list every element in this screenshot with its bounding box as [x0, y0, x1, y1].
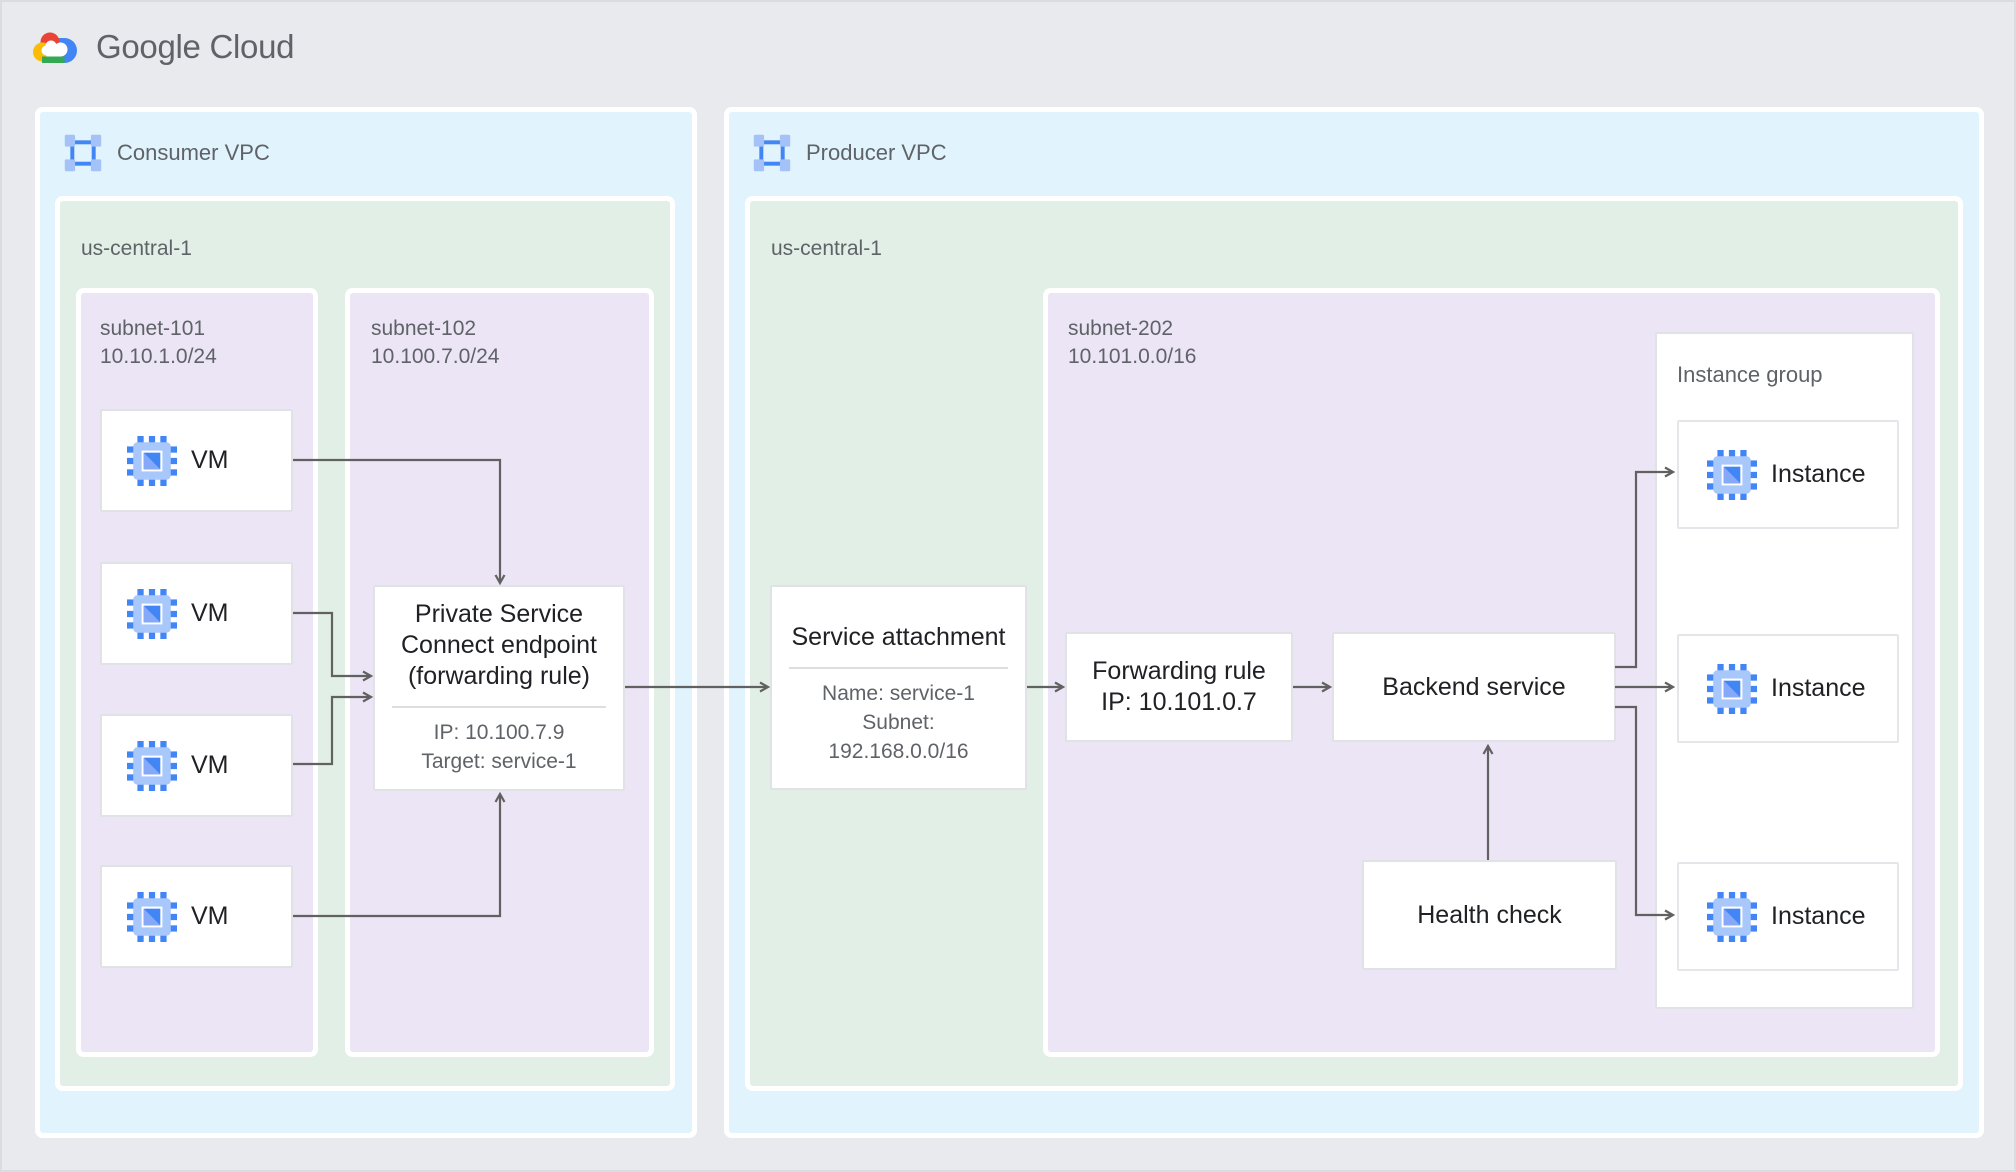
instance-group-label: Instance group: [1677, 362, 1823, 387]
consumer-vpc: Consumer VPC us-central-1 subnet-101 10.…: [40, 112, 692, 1133]
subnet-102-cidr: 10.100.7.0/24: [371, 345, 500, 369]
vm-icon: [127, 436, 177, 486]
instance-group: Instance group Instance Instance Instanc…: [1655, 332, 1914, 1009]
subnet-101-label: subnet-101 10.10.1.0/24: [100, 315, 217, 372]
service-attachment-name: Name: service-1: [822, 682, 975, 706]
instance-node-3: Instance: [1677, 862, 1899, 971]
psc-endpoint-node: Private Service Connect endpoint (forwar…: [373, 585, 625, 791]
consumer-region: us-central-1 subnet-101 10.10.1.0/24 VM …: [60, 201, 670, 1086]
instance-label: Instance: [1771, 902, 1866, 930]
consumer-vpc-header: Consumer VPC: [64, 134, 270, 172]
divider: [392, 706, 606, 709]
subnet-202-label: subnet-202 10.101.0.0/16: [1068, 315, 1196, 372]
vpc-network-icon: [64, 134, 102, 172]
vm-icon: [127, 892, 177, 942]
service-attachment-node: Service attachment Name: service-1 Subne…: [770, 585, 1027, 790]
vm-node-2: VM: [100, 562, 293, 665]
subnet-202-cidr: 10.101.0.0/16: [1068, 345, 1197, 369]
instance-label: Instance: [1771, 460, 1866, 488]
instance-node-2: Instance: [1677, 634, 1899, 743]
producer-vpc: Producer VPC us-central-1 Service attach…: [729, 112, 1979, 1133]
backend-service-node: Backend service: [1332, 632, 1616, 742]
google-cloud-logo-text: Google Cloud: [96, 28, 295, 65]
google-cloud-logo: Google Cloud: [31, 28, 295, 66]
divider: [789, 667, 1008, 670]
vm-icon: [127, 741, 177, 791]
subnet-202-name: subnet-202: [1068, 317, 1174, 340]
service-attachment-subnet-cidr: 192.168.0.0/16: [828, 739, 969, 763]
consumer-region-label: us-central-1: [81, 237, 192, 260]
instance-node-1: Instance: [1677, 420, 1899, 529]
psc-endpoint-ip: IP: 10.100.7.9: [433, 721, 565, 745]
service-attachment-title: Service attachment: [791, 623, 1006, 652]
producer-vpc-label: Producer VPC: [806, 140, 947, 165]
psc-endpoint-target: Target: service-1: [421, 750, 577, 773]
instance-icon: [1707, 450, 1757, 500]
subnet-101-name: subnet-101: [100, 317, 206, 340]
producer-region-label: us-central-1: [771, 237, 882, 260]
vm-node-4: VM: [100, 865, 293, 968]
google-cloud-logo-icon: [33, 32, 77, 63]
subnet-101: subnet-101 10.10.1.0/24 VM VM VM V: [81, 293, 313, 1052]
consumer-vpc-label: Consumer VPC: [117, 140, 270, 165]
vm-label: VM: [191, 902, 229, 930]
vm-label: VM: [191, 446, 229, 474]
vm-label: VM: [191, 751, 229, 779]
health-check-label: Health check: [1417, 900, 1562, 929]
backend-service-label: Backend service: [1382, 672, 1566, 701]
instance-label: Instance: [1771, 674, 1866, 702]
vm-label: VM: [191, 599, 229, 627]
producer-region: us-central-1 Service attachment Name: se…: [750, 201, 1958, 1086]
producer-vpc-header: Producer VPC: [753, 134, 947, 172]
psc-endpoint-title: Private Service Connect endpoint (forwar…: [401, 600, 597, 691]
vm-node-3: VM: [100, 714, 293, 817]
subnet-202: subnet-202 10.101.0.0/16 Forwarding rule…: [1048, 293, 1935, 1052]
subnet-101-cidr: 10.10.1.0/24: [100, 345, 217, 369]
service-attachment-subnet-label: Subnet:: [862, 711, 935, 735]
instance-icon: [1707, 664, 1757, 714]
subnet-102: subnet-102 10.100.7.0/24 Private Service…: [350, 293, 649, 1052]
subnet-102-name: subnet-102: [371, 317, 477, 340]
vpc-network-icon: [753, 134, 791, 172]
subnet-102-label: subnet-102 10.100.7.0/24: [371, 315, 499, 372]
vm-icon: [127, 589, 177, 639]
forwarding-rule-node: Forwarding rule IP: 10.101.0.7: [1065, 632, 1293, 742]
vm-node-1: VM: [100, 409, 293, 512]
forwarding-rule-ip: IP: 10.101.0.7: [1101, 688, 1257, 716]
health-check-node: Health check: [1362, 860, 1617, 970]
forwarding-rule-title: Forwarding rule: [1092, 657, 1266, 685]
instance-icon: [1707, 892, 1757, 942]
